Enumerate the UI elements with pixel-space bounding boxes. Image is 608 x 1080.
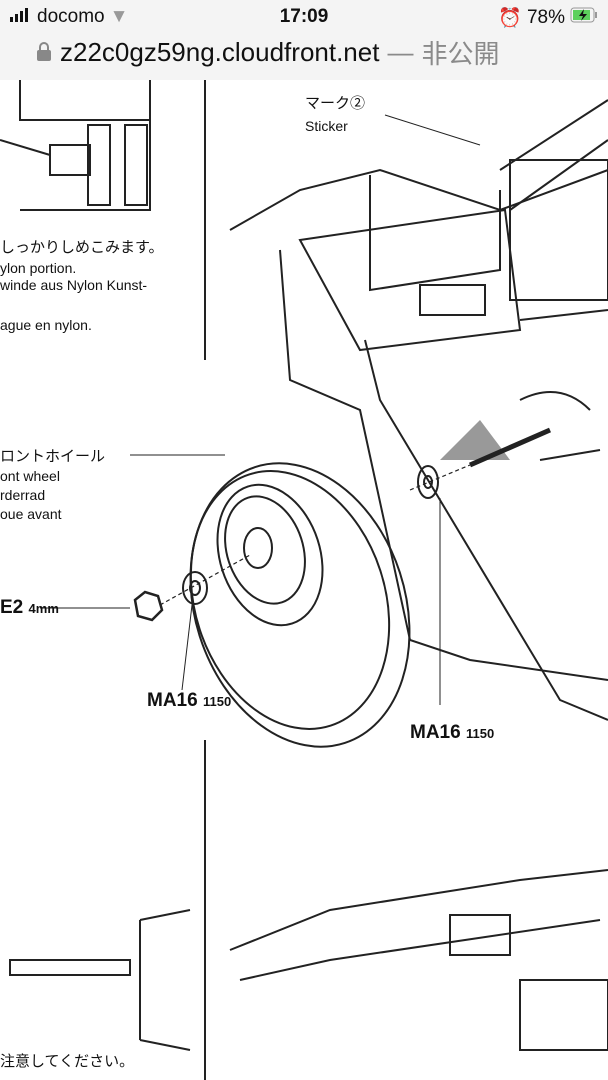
washer-left-part-label: MA16 1150 xyxy=(147,690,232,711)
battery-percent: 78% xyxy=(526,7,565,28)
battery-status: ⏰ 78% xyxy=(498,6,598,30)
wheel-label-de: rderrad xyxy=(0,487,46,503)
note-fr: ague en nylon. xyxy=(0,317,92,333)
leader-lines xyxy=(159,464,471,606)
chassis-frame xyxy=(229,99,608,721)
url-separator: — xyxy=(387,37,414,67)
browser-chrome: docomo ▼ 17:09 ⏰ 78% z22c0gz59ng.cloudfr… xyxy=(0,0,608,80)
bottom-note-jp: 注意してください。 xyxy=(0,1053,135,1070)
sticker-label-en: Sticker xyxy=(305,118,348,134)
wheel-label-fr: oue avant xyxy=(0,506,62,522)
note-jp: しっかりしめこみます。 xyxy=(0,239,164,256)
callout-lines xyxy=(40,114,481,705)
washer-right-part-label: MA16 1150 xyxy=(410,722,495,743)
nut-part-label: E2 4mm xyxy=(0,597,59,618)
front-wheel xyxy=(189,462,411,748)
manual-page-image: マーク② Sticker しっかりしめこみます。 ylon portion. w… xyxy=(0,80,608,1080)
wheel-label-jp: ロントホイール xyxy=(0,448,106,465)
nylon-nut-detail xyxy=(0,80,151,211)
alarm-icon: ⏰ xyxy=(498,8,522,29)
lock-icon xyxy=(36,37,52,68)
wifi-icon: ▼ xyxy=(109,6,129,27)
axle-bolt-detail xyxy=(9,869,608,1051)
carrier-status: docomo ▼ xyxy=(10,6,128,28)
note-en: ylon portion. xyxy=(0,260,77,276)
battery-charging-icon xyxy=(570,7,598,29)
url-domain: z22c0gz59ng.cloudfront.net xyxy=(60,37,380,67)
wheel-label-en: ont wheel xyxy=(0,468,60,484)
address-bar[interactable]: z22c0gz59ng.cloudfront.net — 非公開 xyxy=(36,34,499,71)
signal-icon xyxy=(10,6,32,28)
privacy-label: 非公開 xyxy=(421,39,500,69)
carrier-name: docomo xyxy=(37,6,105,27)
assembly-diagram xyxy=(0,80,608,1080)
note-de: winde aus Nylon Kunst- xyxy=(0,277,148,293)
sticker-label-jp: マーク② xyxy=(305,95,366,112)
washer-and-nut xyxy=(133,465,439,622)
